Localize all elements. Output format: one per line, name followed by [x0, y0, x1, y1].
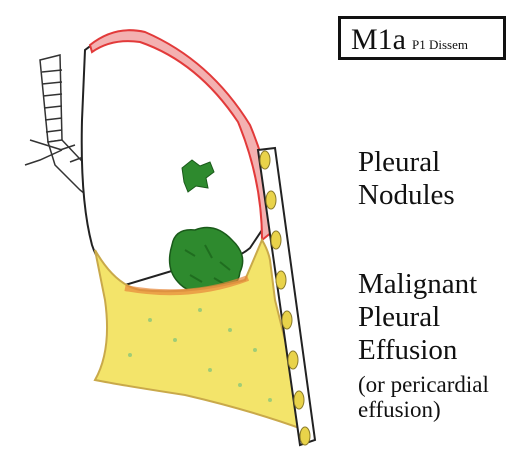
label-line: Effusion: [358, 334, 458, 366]
stage-descriptor: P1 Dissem: [412, 37, 468, 52]
label-line: Pleural: [358, 301, 441, 333]
label-line: Malignant: [358, 268, 478, 300]
effusion-label: Malignant Pleural Effusion: [358, 268, 477, 367]
stage-box: M1a P1 Dissem: [338, 16, 506, 60]
label-line: Nodules: [358, 179, 455, 211]
pleural-nodule: [181, 159, 215, 193]
label-line: Pleural: [358, 146, 441, 178]
primary-tumor: [168, 226, 244, 294]
label-line: effusion): [358, 397, 441, 422]
chest-wall-ribs: [256, 146, 317, 447]
stage-label: M1a: [351, 23, 406, 56]
label-line: (or pericardial: [358, 372, 489, 397]
pleural-nodules-label: Pleural Nodules: [358, 146, 455, 212]
effusion-note: (or pericardial effusion): [358, 372, 489, 422]
